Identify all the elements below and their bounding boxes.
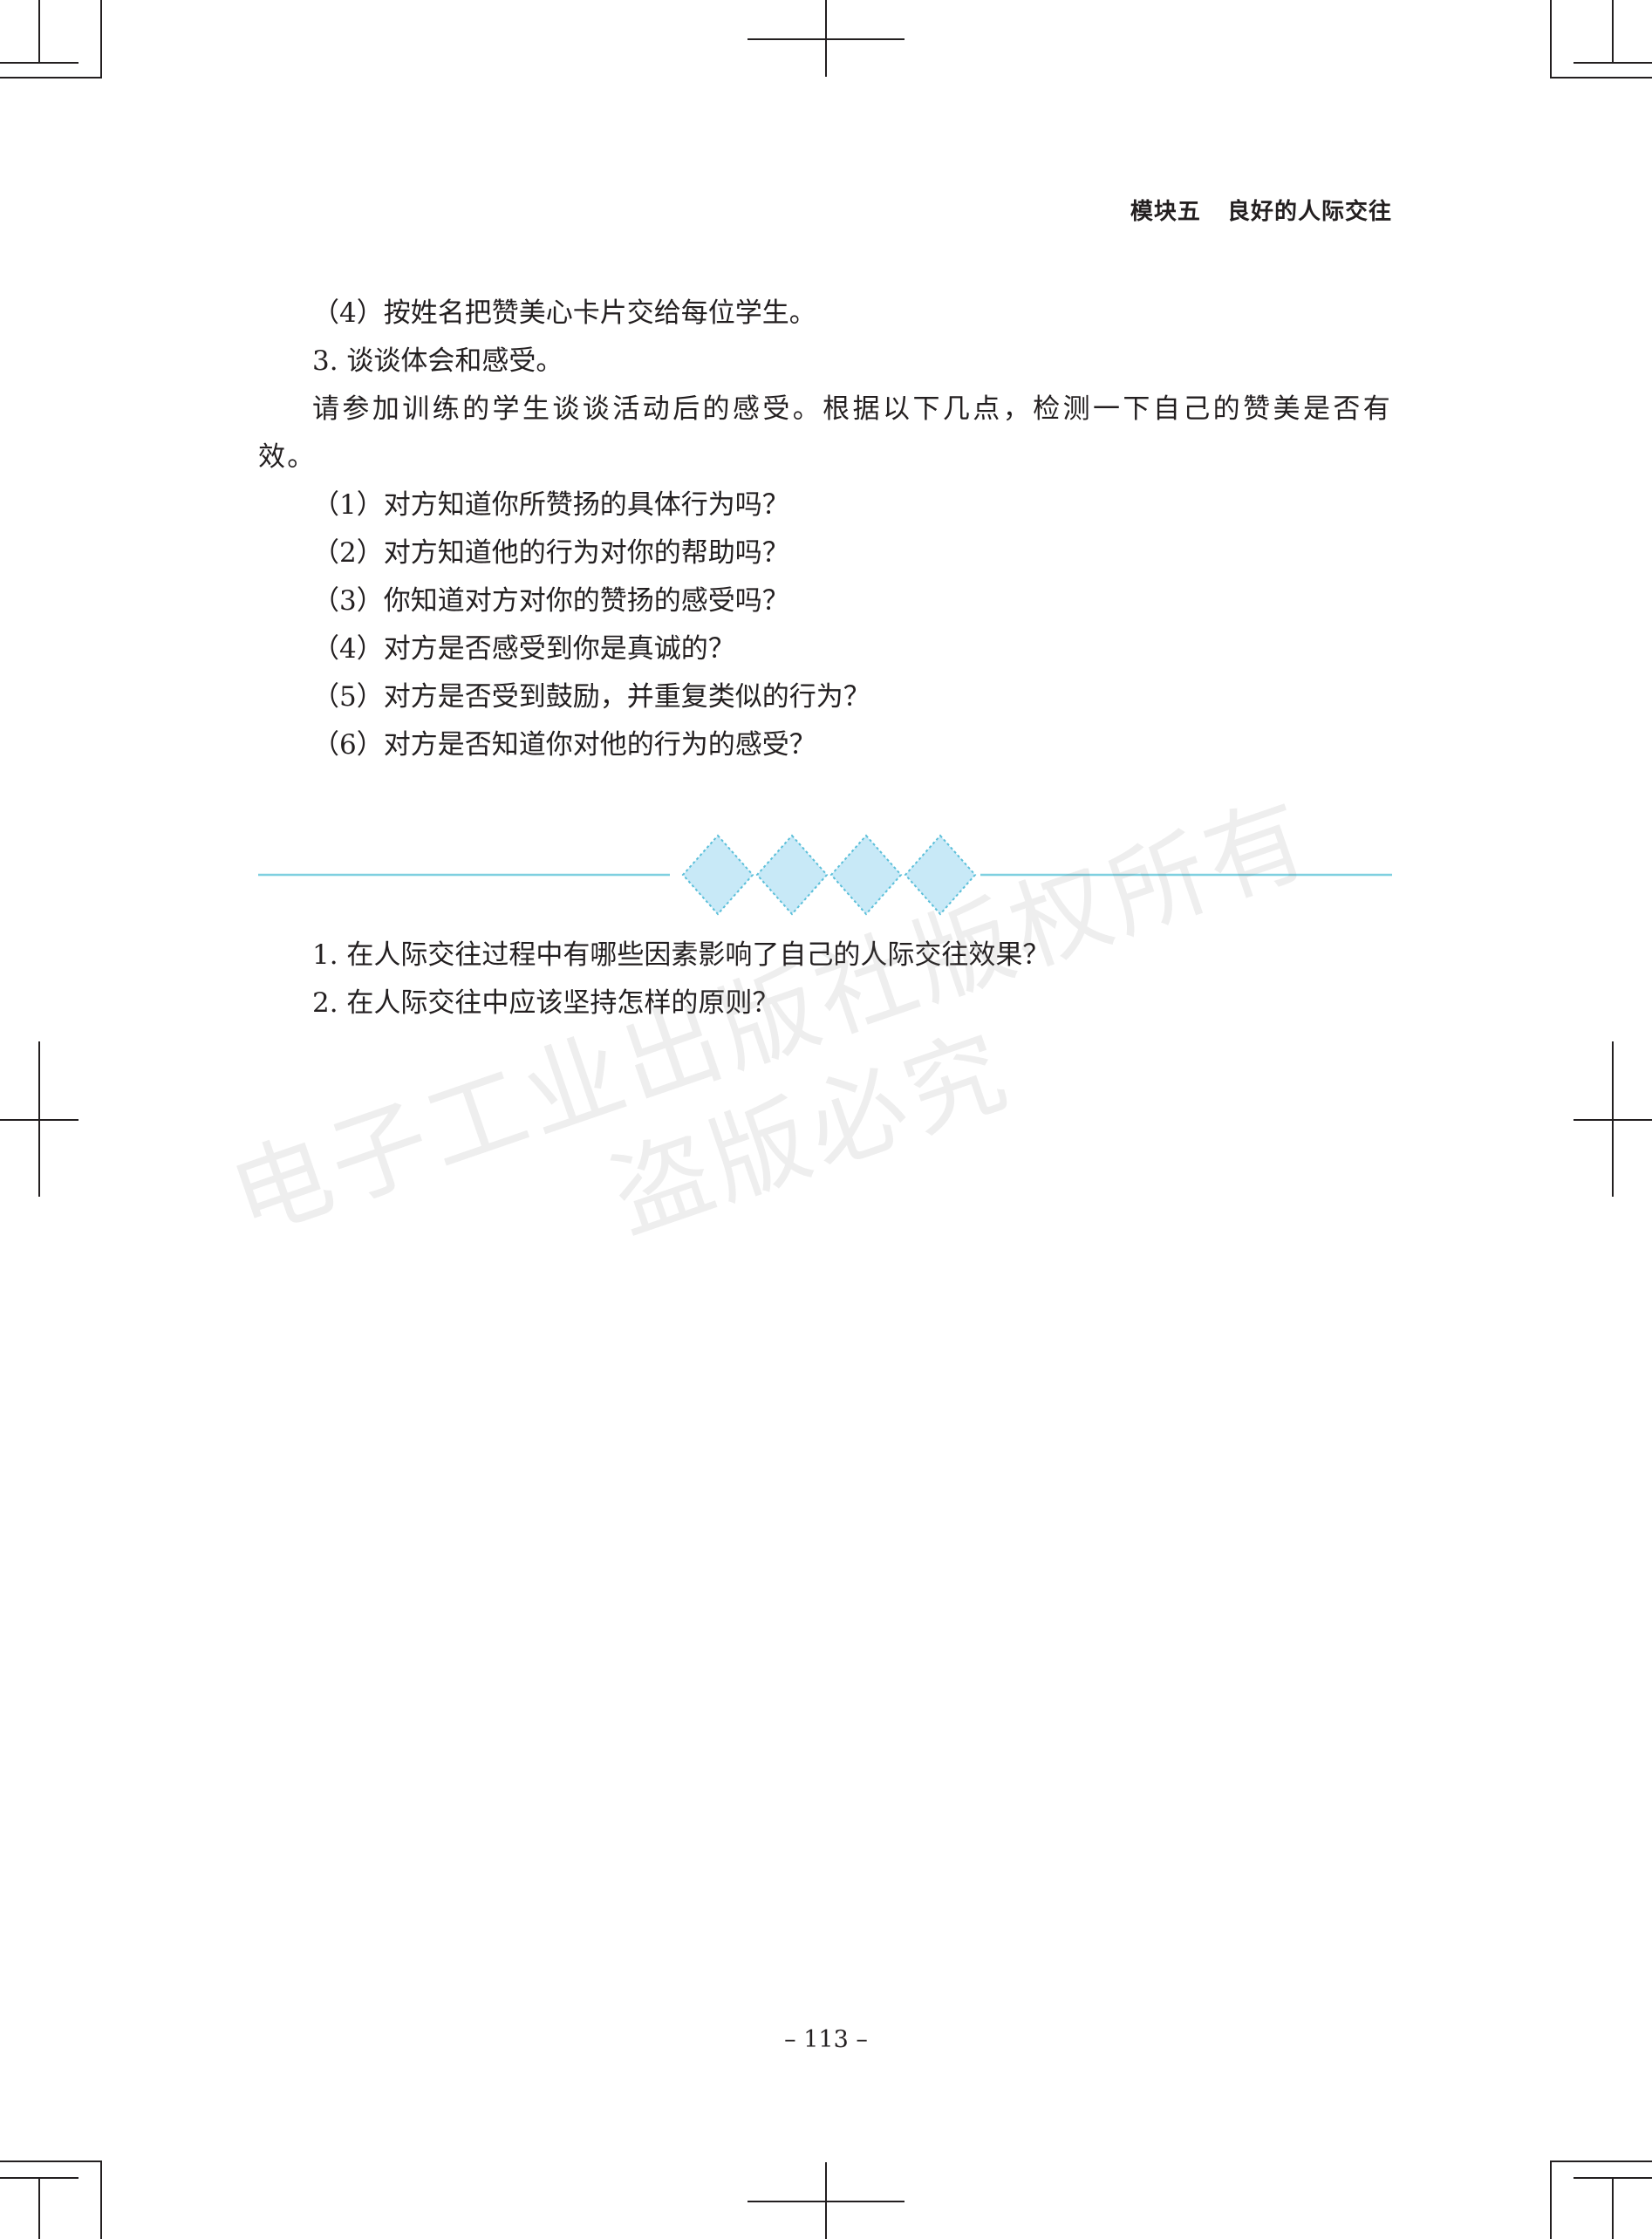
- crop-mark: [1550, 0, 1552, 79]
- crop-mark: [1550, 2160, 1652, 2162]
- crop-mark: [1550, 77, 1652, 79]
- running-header: 模块五 良好的人际交往: [1130, 194, 1392, 226]
- crop-mark: [825, 2162, 827, 2239]
- diamond-icon: [681, 834, 754, 916]
- body-paragraph: 请参加训练的学生谈谈活动后的感受。根据以下几点，检测一下自己的赞美是否有效。: [258, 393, 1392, 473]
- module-title: 良好的人际交往: [1226, 199, 1392, 225]
- crop-mark: [100, 2160, 102, 2239]
- crop-mark: [1612, 1041, 1614, 1197]
- question-item: 1. 在人际交往过程中有哪些因素影响了自己的人际交往效果？: [312, 939, 1050, 971]
- crop-mark: [38, 0, 40, 62]
- crop-mark: [0, 2160, 102, 2162]
- crop-mark: [38, 2177, 40, 2239]
- body-line: 3. 谈谈体会和感受。: [312, 345, 563, 377]
- diamond-icon: [904, 834, 977, 916]
- list-item: （4）对方是否感受到你是真诚的？: [312, 633, 735, 665]
- list-item: （6）对方是否知道你对他的行为的感受？: [312, 729, 816, 761]
- crop-mark: [1612, 0, 1614, 62]
- crop-mark: [38, 1041, 40, 1197]
- diamond-icon: [829, 834, 903, 916]
- body-text: （4）按姓名把赞美心卡片交给每位学生。 3. 谈谈体会和感受。 请参加训练的学生…: [258, 290, 1392, 769]
- diamond-icon: [755, 834, 829, 916]
- list-item: （5）对方是否受到鼓励，并重复类似的行为？: [312, 681, 870, 713]
- page-number: – 113 –: [784, 2026, 868, 2053]
- module-label: 模块五: [1130, 199, 1201, 225]
- list-item: （2）对方知道他的行为对你的帮助吗？: [312, 537, 789, 569]
- crop-mark: [0, 77, 102, 79]
- crop-mark: [0, 62, 79, 64]
- list-item: （3）你知道对方对你的赞扬的感受吗？: [312, 585, 789, 617]
- crop-mark: [825, 0, 827, 77]
- question-item: 2. 在人际交往中应该坚持怎样的原则？: [312, 987, 780, 1019]
- section-divider: [258, 834, 1392, 916]
- body-line: （4）按姓名把赞美心卡片交给每位学生。: [312, 297, 816, 329]
- crop-mark: [1550, 2160, 1552, 2239]
- list-item: （1）对方知道你所赞扬的具体行为吗？: [312, 489, 789, 521]
- crop-mark: [1612, 2177, 1614, 2239]
- crop-mark: [100, 0, 102, 79]
- crop-mark: [1573, 62, 1652, 64]
- reflection-questions: 1. 在人际交往过程中有哪些因素影响了自己的人际交往效果？ 2. 在人际交往中应…: [258, 932, 1392, 1027]
- page-number-value: 113: [803, 2026, 849, 2053]
